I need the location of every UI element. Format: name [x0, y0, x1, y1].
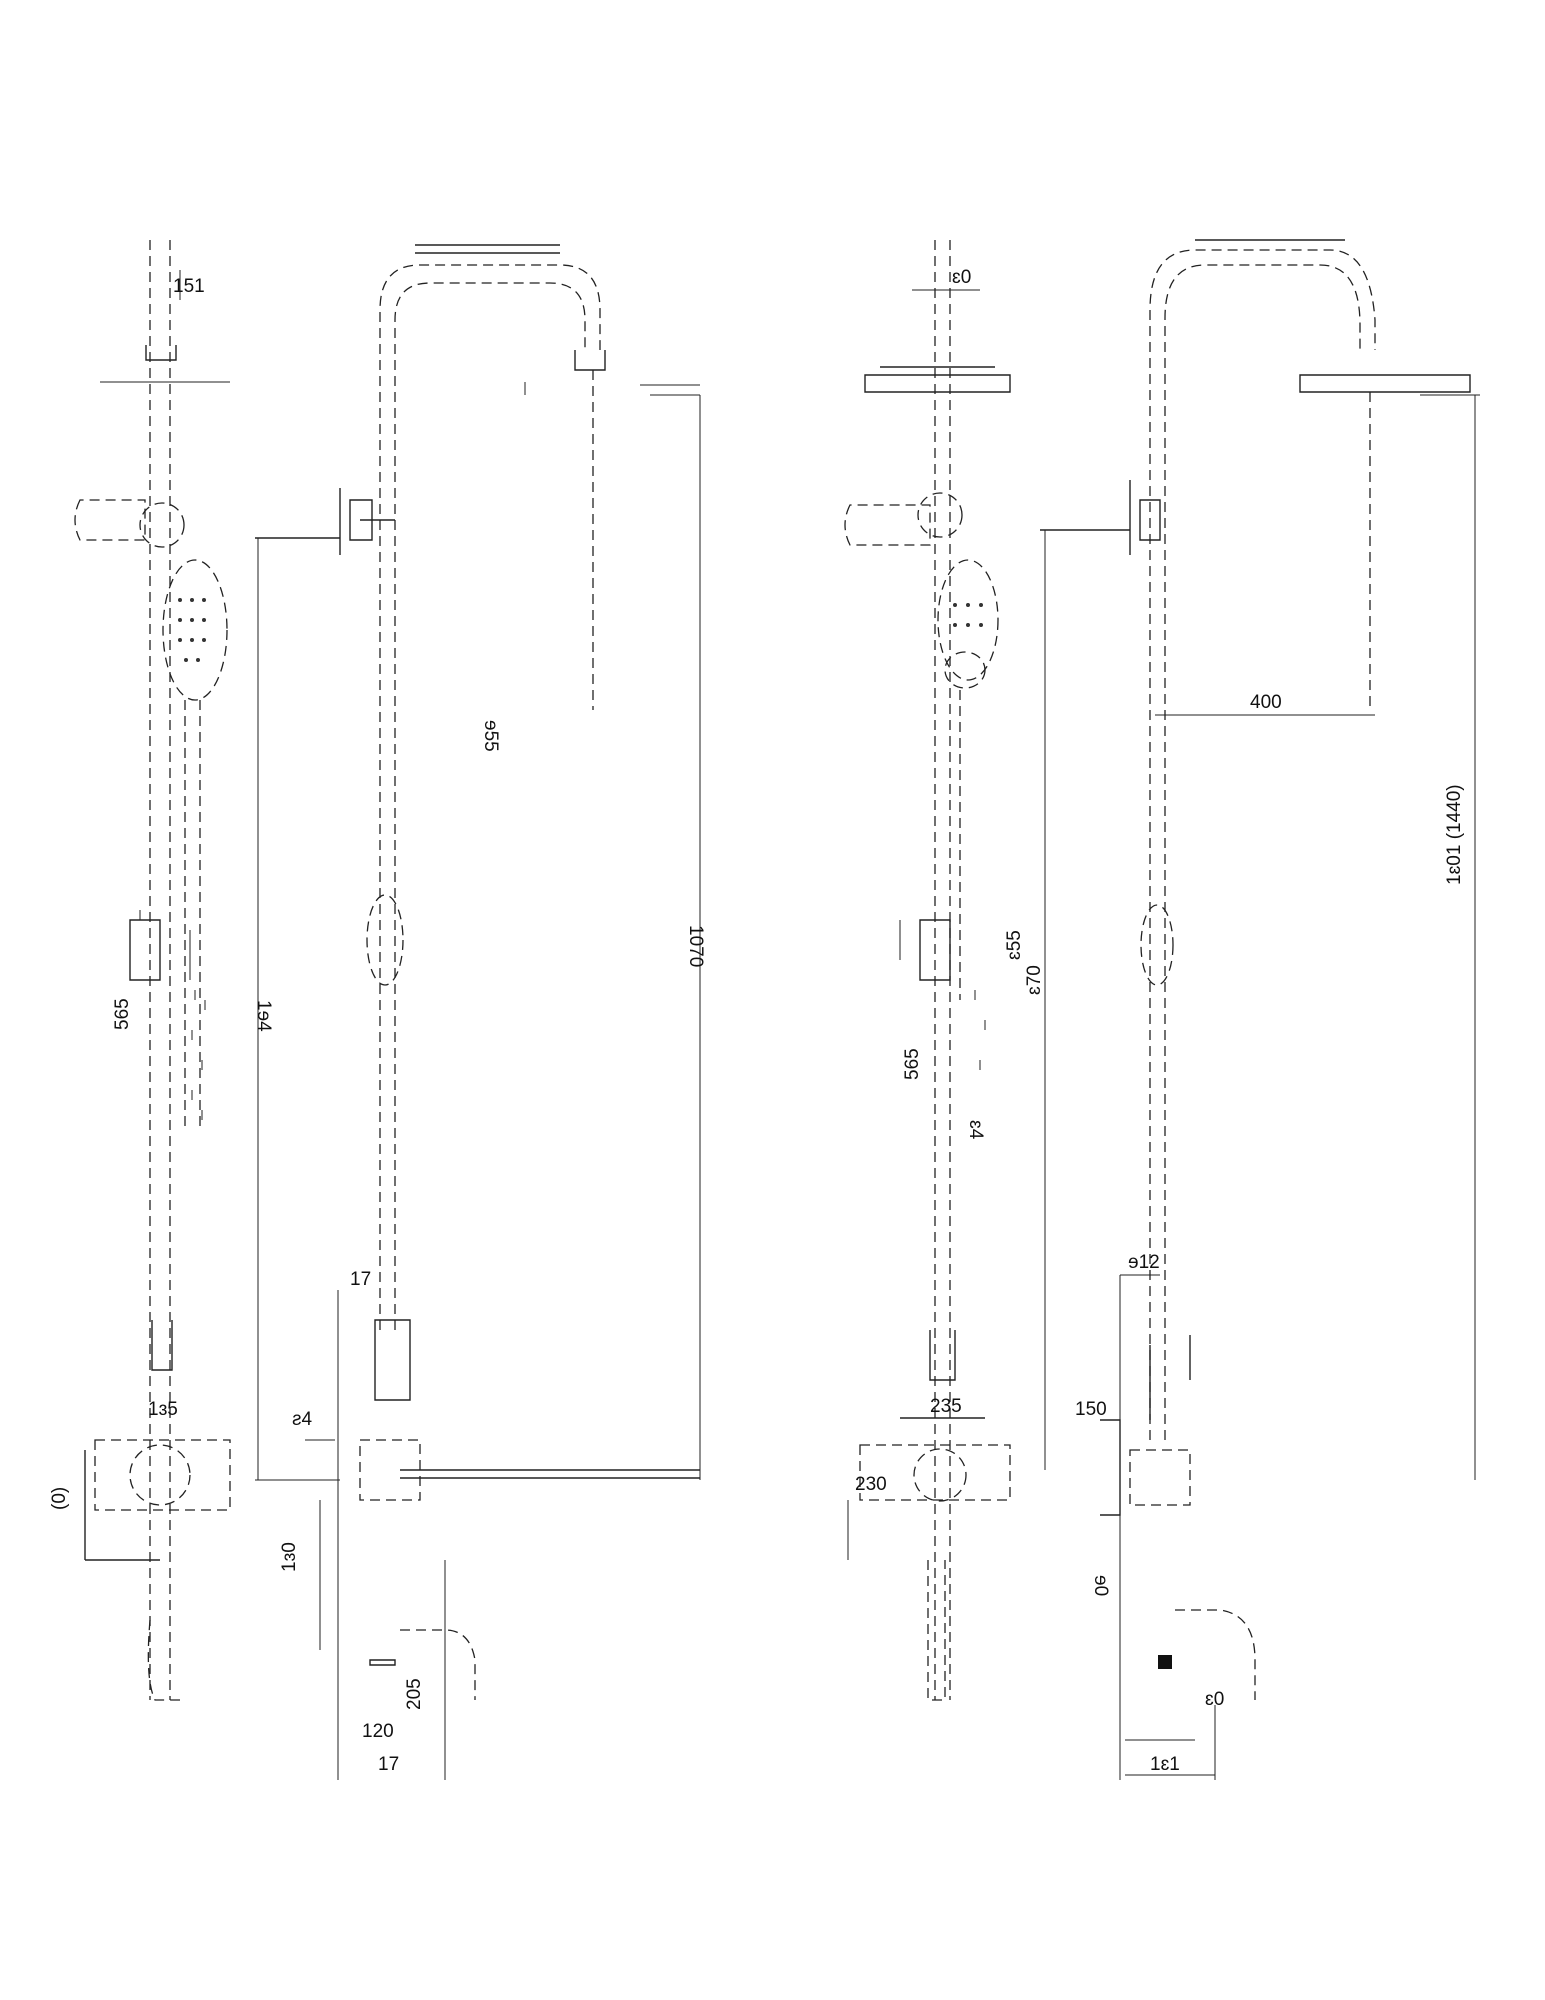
- overhead-arm-inner: [394, 282, 586, 1330]
- wall-plate: [1100, 1419, 1121, 1516]
- spout-tip: [369, 1659, 396, 1666]
- hand-shower-nozzles: [178, 598, 206, 662]
- dim-label: 1ɛ1: [1150, 1754, 1180, 1775]
- dim-label: ɛ55: [1004, 930, 1025, 960]
- mixer-valve-body: [859, 1444, 1011, 1501]
- dim-label: 1070: [685, 925, 706, 967]
- bracket-joint: [917, 492, 963, 538]
- dim-label: ɛ0: [1205, 1689, 1224, 1710]
- dim-label: 230: [855, 1474, 887, 1495]
- dim-label: 565: [112, 998, 133, 1030]
- dim-overall-height: [1420, 394, 1480, 1480]
- rain-shower-disc: [864, 374, 1011, 393]
- dim-label: 151: [173, 276, 205, 297]
- diverter-body: [1129, 1449, 1191, 1506]
- mixer-handle: [129, 1444, 191, 1506]
- dim-label: ɛ0: [952, 267, 971, 288]
- view-2-front-elevation: ɘ55 1070 1ɘ4 17 ƨ4: [253, 244, 706, 1780]
- view-1-side-elevation: 151 565 1ɜ5 (0) 1ɜ0 120 17 205: [49, 240, 425, 1775]
- lower-connector: [151, 1320, 173, 1371]
- dim-overall-height: [255, 538, 340, 1481]
- dim-label: 150: [1075, 1399, 1107, 1420]
- dim-label: 235: [930, 1396, 962, 1417]
- dim-label: ƨ4: [292, 1409, 313, 1430]
- dim-label: 1ɜ0: [279, 1542, 300, 1572]
- dim-label: 1ɜ5: [148, 1399, 178, 1420]
- dim-label: 1ɘ4: [253, 1000, 274, 1032]
- spout-tip: [1158, 1655, 1172, 1669]
- slide-clamp: [919, 919, 951, 981]
- spout-outline: [400, 1629, 476, 1700]
- spout-outline: [1175, 1609, 1256, 1700]
- dim-label: 400: [1250, 692, 1282, 713]
- lower-valve-block: [374, 1319, 411, 1401]
- hand-shower-head: [937, 559, 999, 681]
- wall-mount-plate: [84, 1450, 160, 1561]
- hand-shower-head: [162, 559, 228, 701]
- hose-marks: [191, 990, 206, 1120]
- diverter-body: [359, 1439, 421, 1501]
- lower-connector: [929, 1330, 956, 1381]
- upper-bracket: [339, 488, 395, 555]
- bracket-handle: [74, 499, 146, 541]
- upper-bracket: [1129, 480, 1161, 555]
- top-cap: [145, 345, 177, 361]
- dim-label: (0): [49, 1487, 70, 1510]
- overhead-arm-outer: [379, 264, 601, 1330]
- dim-label: 120: [362, 1721, 394, 1742]
- dim-label: ɘ0: [1090, 1575, 1111, 1596]
- lower-connector: [1149, 1335, 1191, 1420]
- dim-head-height: [650, 394, 701, 1480]
- dim-spout-projection: [1125, 1705, 1216, 1780]
- clamp-details: [139, 910, 191, 980]
- hand-shower-nozzles: [953, 603, 983, 627]
- mid-joint: [366, 894, 404, 986]
- view-3-elevation: ɛ0 235 565 ɛ55 230 ɛ4: [844, 240, 1025, 1701]
- mixer-valve-body: [94, 1439, 231, 1511]
- head-connector: [574, 350, 606, 371]
- valve-outlet-bar: [400, 1469, 700, 1479]
- mid-joint: [1140, 904, 1174, 986]
- bracket-handle: [844, 504, 931, 546]
- dim-label: 565: [902, 1048, 923, 1080]
- mixer-handle: [913, 1448, 967, 1502]
- dim-label: 17: [378, 1754, 399, 1775]
- clamp-details: [899, 920, 986, 1070]
- dim-label: ɘ55: [480, 720, 501, 752]
- lower-outlet: [927, 1560, 946, 1701]
- dim-label: ɛ4: [965, 1120, 986, 1140]
- view-4-front-elevation: 400 1ɛ01 (1440) ɛ70 ɘ12 150 ɘ0 1ɛ1 ɛ0: [1024, 239, 1480, 1780]
- slide-clamp: [129, 919, 161, 981]
- dim-label: ɘ12: [1128, 1252, 1160, 1273]
- overhead-arm-inner: [1164, 264, 1361, 1440]
- bracket-joint: [139, 502, 185, 548]
- hand-shower-neck: [944, 651, 986, 689]
- dim-label: 1ɛ01 (1440): [1444, 784, 1465, 885]
- dim-extension: [1119, 1274, 1160, 1780]
- spout-outline: [147, 1619, 180, 1701]
- rain-shower-disc: [1299, 374, 1471, 393]
- overhead-arm-outer: [1149, 249, 1376, 1440]
- dim-label: 205: [404, 1678, 425, 1710]
- dim-label: 17: [350, 1269, 371, 1290]
- dim-label: ɛ70: [1024, 965, 1045, 995]
